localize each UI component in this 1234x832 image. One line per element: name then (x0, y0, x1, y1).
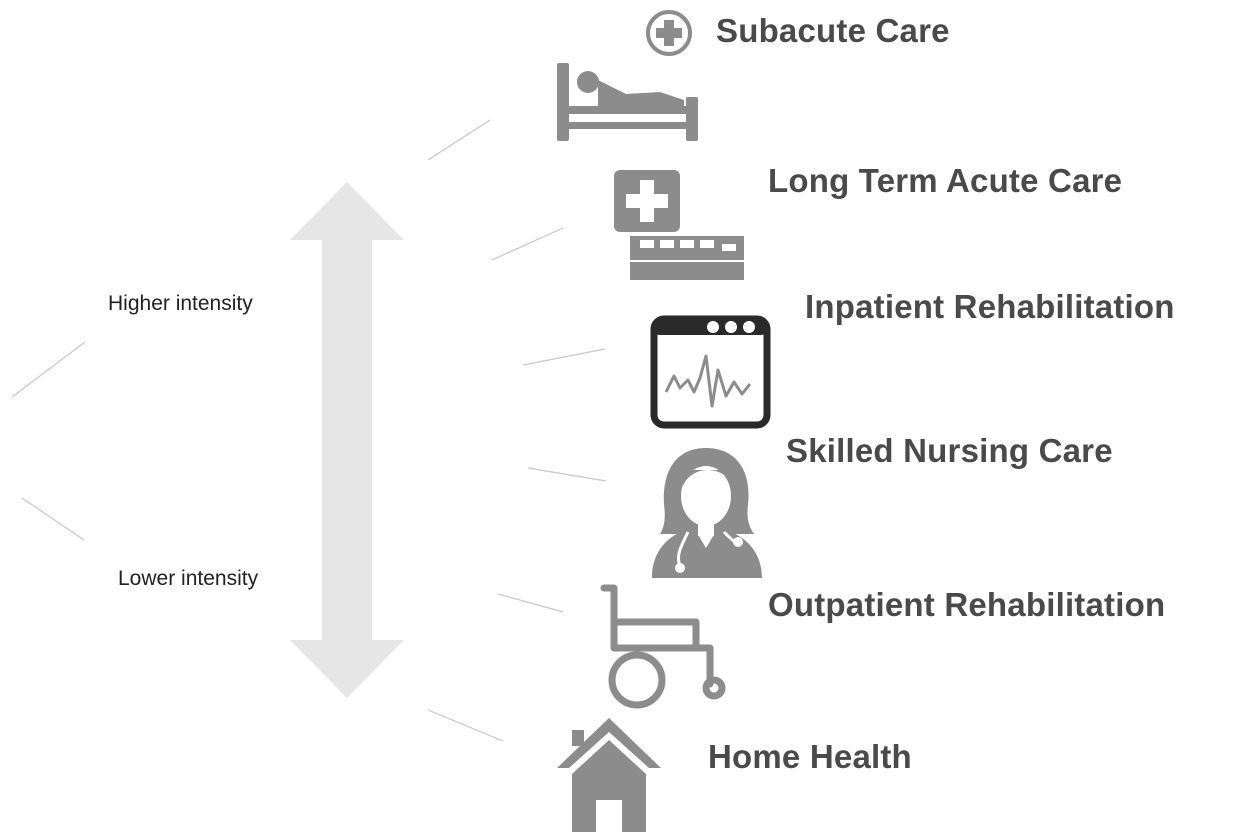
hospital-bed-icon (557, 63, 698, 141)
decorative-lines (11, 119, 607, 742)
intensity-arrow (290, 182, 404, 698)
level-long-term-acute-care: Long Term Acute Care (768, 162, 1123, 199)
lower-intensity-label: Lower intensity (118, 567, 259, 590)
level-subacute-care: Subacute Care (716, 12, 950, 49)
level-home-health: Home Health (708, 738, 912, 775)
level-skilled-nursing-care: Skilled Nursing Care (786, 432, 1113, 469)
hospital-building-icon (614, 170, 744, 280)
vital-monitor-icon (650, 315, 771, 429)
higher-intensity-label: Higher intensity (108, 292, 253, 315)
level-outpatient-rehabilitation: Outpatient Rehabilitation (768, 586, 1166, 623)
medical-plus-icon (646, 10, 692, 56)
level-inpatient-rehabilitation: Inpatient Rehabilitation (805, 288, 1175, 325)
home-icon (557, 718, 661, 832)
wheelchair-icon (600, 584, 726, 709)
nurse-icon (652, 448, 762, 578)
